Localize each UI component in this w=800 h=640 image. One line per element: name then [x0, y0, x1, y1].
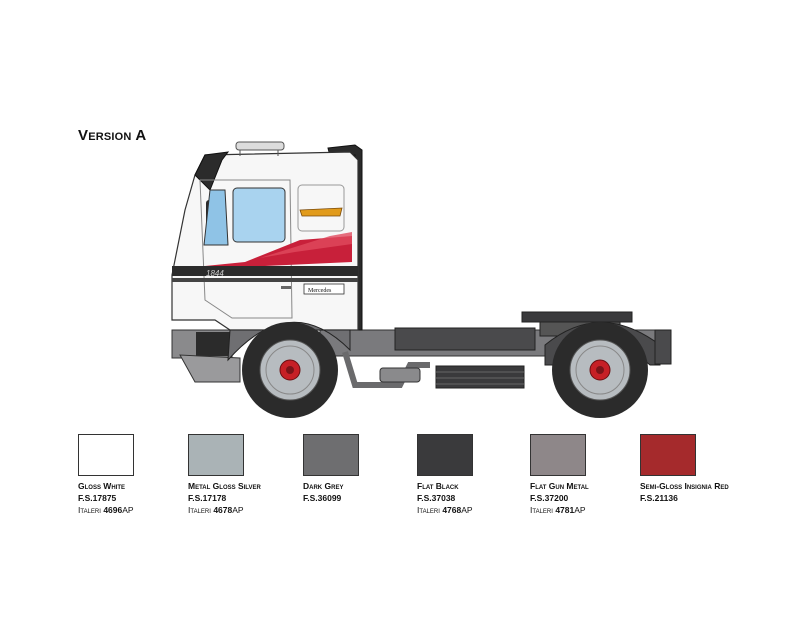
swatch-chip — [303, 434, 359, 476]
swatch-italeri-code: Italeri 4781AP — [530, 505, 700, 515]
swatch-name: Dark Grey — [303, 481, 344, 491]
swatch-flat-black: Flat Black F.S.37038 Italeri 4768AP — [417, 434, 587, 515]
swatch-metal-gloss-silver: Metal Gloss Silver F.S.17178 Italeri 467… — [188, 434, 358, 515]
swatch-chip — [530, 434, 586, 476]
brand-label: Italeri — [188, 505, 211, 515]
swatch-name: Metal Gloss Silver — [188, 481, 261, 491]
swatch-italeri-code: Italeri 4768AP — [417, 505, 587, 515]
swatch-name: Flat Gun Metal — [530, 481, 589, 491]
swatch-fs-code: F.S.21136 — [640, 493, 678, 503]
swatch-fs-code: F.S.37200 — [530, 493, 569, 503]
swatch-italeri-code: Italeri 4696AP — [78, 505, 248, 515]
swatch-chip — [417, 434, 473, 476]
brand-label: Italeri — [78, 505, 101, 515]
code-number: 4781 — [555, 505, 575, 515]
cab-number: 1844 — [206, 269, 224, 278]
code-number: 4696 — [103, 505, 123, 515]
door-badge: Mercedes — [308, 288, 332, 294]
swatch-dark-grey: Dark Grey F.S.36099 — [303, 434, 473, 503]
code-number: 4678 — [213, 505, 233, 515]
swatch-chip — [188, 434, 244, 476]
brand-label: Italeri — [530, 505, 553, 515]
code-suffix: AP — [461, 505, 473, 515]
code-suffix: AP — [574, 505, 586, 515]
swatch-fs-code: F.S.37038 — [417, 493, 456, 503]
rear-wheel — [552, 322, 648, 418]
swatch-gloss-white: Gloss White F.S.17875 Italeri 4696AP — [78, 434, 248, 515]
version-title: Version A — [78, 127, 147, 144]
code-number: 4768 — [442, 505, 462, 515]
swatch-flat-gun-metal: Flat Gun Metal F.S.37200 Italeri 4781AP — [530, 434, 700, 515]
code-suffix: AP — [232, 505, 244, 515]
swatch-fs-code: F.S.36099 — [303, 493, 342, 503]
swatch-chip — [640, 434, 696, 476]
swatch-semi-gloss-insignia-red: Semi-Gloss Insignia Red F.S.21136 — [640, 434, 800, 503]
swatch-name: Semi-Gloss Insignia Red — [640, 481, 729, 491]
swatch-chip — [78, 434, 134, 476]
swatch-italeri-code: Italeri 4678AP — [188, 505, 358, 515]
swatch-fs-code: F.S.17875 — [78, 493, 117, 503]
cab: 1844 Mercedes — [171, 141, 359, 383]
front-wheel — [242, 322, 338, 418]
swatch-name: Flat Black — [417, 481, 459, 491]
swatch-name: Gloss White — [78, 481, 125, 491]
swatch-fs-code: F.S.17178 — [188, 493, 227, 503]
brand-label: Italeri — [417, 505, 440, 515]
code-suffix: AP — [122, 505, 134, 515]
